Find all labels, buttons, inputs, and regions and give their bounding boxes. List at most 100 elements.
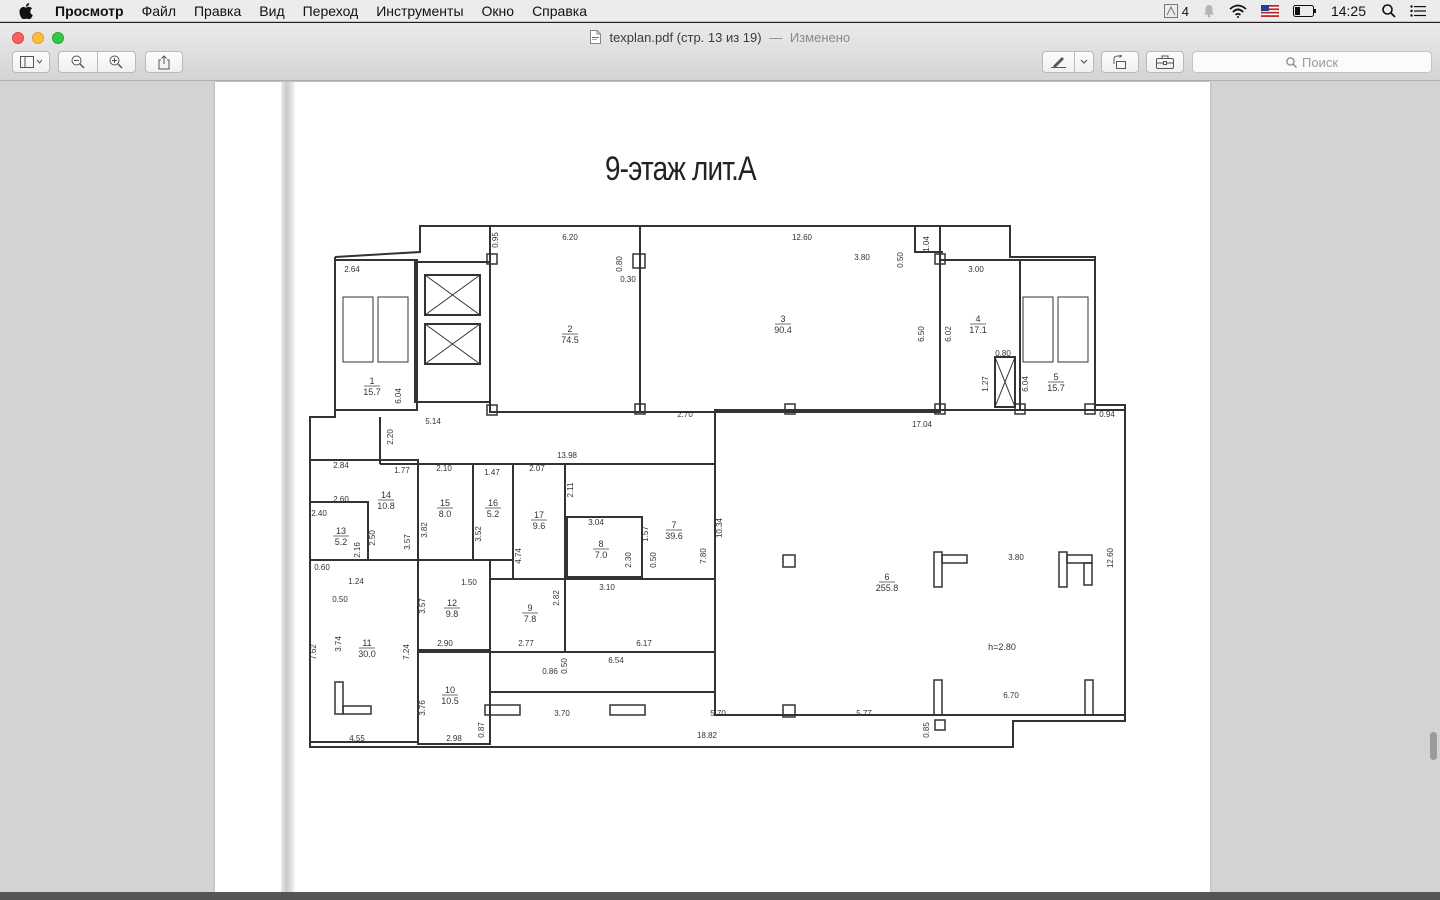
- menubar-clock[interactable]: 14:25: [1330, 3, 1366, 19]
- room-number: 15: [440, 498, 450, 508]
- zoom-window-button[interactable]: [52, 32, 64, 44]
- markup-pen-button[interactable]: [1043, 56, 1074, 68]
- room-labels: 115.7274.5390.4417.1515.76255.8739.687.0…: [333, 314, 1065, 706]
- dimension-label: 3.04: [588, 518, 604, 527]
- search-placeholder: Поиск: [1301, 54, 1339, 70]
- room-area: 9.8: [446, 609, 459, 619]
- room-area: 5.2: [487, 509, 500, 519]
- dimension-label: 2.20: [386, 429, 395, 445]
- markup-divider: [1074, 51, 1076, 73]
- preview-window: texplan.pdf (стр. 13 из 19) — Изменено: [0, 23, 1440, 900]
- wifi-icon[interactable]: [1229, 4, 1247, 18]
- notification-bell-icon[interactable]: [1203, 4, 1215, 18]
- dimension-label: 6.50: [917, 326, 926, 342]
- dimension-label: 2.07: [529, 464, 545, 473]
- dimension-label: 0.80: [995, 349, 1011, 358]
- zoom-button-group: [58, 51, 136, 73]
- dimension-label: 2.60: [333, 495, 349, 504]
- status-area: 4 14:25: [1163, 0, 1440, 22]
- dimension-label: 6.04: [1021, 376, 1030, 392]
- notification-center-icon[interactable]: [1410, 5, 1426, 17]
- dimension-label: 4.55: [349, 734, 365, 743]
- menu-edit[interactable]: Правка: [193, 2, 242, 19]
- dimension-label: 4.74: [514, 548, 523, 564]
- dimension-label: 6.54: [608, 656, 624, 665]
- dimension-label: 2.10: [436, 464, 452, 473]
- input-source-flag-icon[interactable]: [1260, 5, 1279, 17]
- dimension-label: 2.77: [518, 639, 534, 648]
- floor-plan-drawing: 115.7274.5390.4417.1515.76255.8739.687.0…: [309, 225, 1126, 748]
- dimension-label: 2.40: [311, 509, 327, 518]
- zoom-in-button[interactable]: [97, 55, 135, 69]
- menu-view[interactable]: Вид: [259, 2, 285, 19]
- close-window-button[interactable]: [12, 32, 24, 44]
- dimension-label: 3.70: [554, 709, 570, 718]
- dimension-label: 2.84: [333, 461, 349, 470]
- dimension-label: 3.57: [403, 534, 412, 550]
- dimension-label: 2.30: [624, 552, 633, 568]
- room-area: 7.8: [524, 614, 537, 624]
- dimension-label: 7.24: [402, 644, 411, 660]
- dimension-label: 3.76: [418, 700, 427, 716]
- battery-icon[interactable]: [1292, 5, 1317, 17]
- minimize-window-button[interactable]: [32, 32, 44, 44]
- dimension-label: 10.34: [715, 517, 724, 538]
- dimension-label: 2.16: [353, 542, 362, 558]
- share-icon: [158, 54, 170, 69]
- dimension-label: 0.50: [332, 595, 348, 604]
- room-area: 255.8: [876, 583, 899, 593]
- document-view[interactable]: 9-этаж лит.А: [0, 82, 1440, 892]
- dimension-label: 0.86: [542, 667, 558, 676]
- sidebar-icon: [20, 56, 42, 68]
- room-area: 15.7: [363, 387, 381, 397]
- room-area: 10.8: [377, 501, 395, 511]
- spotlight-search-icon[interactable]: [1382, 4, 1396, 18]
- dimension-label: 3.00: [968, 265, 984, 274]
- dimension-label: 0.50: [896, 252, 905, 268]
- dimension-label: 1.04: [922, 236, 931, 252]
- dimension-label: 1.47: [484, 468, 500, 477]
- room-area: 5.2: [335, 537, 348, 547]
- vertical-scrollbar[interactable]: [1430, 732, 1437, 760]
- room-number: 17: [534, 510, 544, 520]
- dimension-label: 7.62: [309, 644, 318, 660]
- menu-go[interactable]: Переход: [302, 2, 359, 19]
- dimension-label: 7.80: [699, 548, 708, 564]
- adobe-status-item[interactable]: 4: [1163, 3, 1189, 19]
- dimension-label: 1.77: [394, 466, 410, 475]
- apple-menu-icon[interactable]: [19, 2, 37, 20]
- search-input[interactable]: Поиск: [1192, 51, 1432, 73]
- toolbox-button[interactable]: [1146, 51, 1184, 73]
- room-area: 10.5: [441, 696, 459, 706]
- room-number: 14: [381, 490, 391, 500]
- dimension-label: 3.80: [1008, 553, 1024, 562]
- dimension-label: 0.80: [615, 256, 624, 272]
- screen-bottom-edge: [0, 892, 1440, 900]
- room-area: 30.0: [358, 649, 376, 659]
- room-area: 15.7: [1047, 383, 1065, 393]
- menu-help[interactable]: Справка: [532, 2, 587, 19]
- dimension-label: 2.90: [437, 639, 453, 648]
- menu-tools[interactable]: Инструменты: [376, 2, 464, 19]
- menu-file[interactable]: Файл: [141, 2, 176, 19]
- dimension-label: 2.64: [344, 265, 360, 274]
- markup-dropdown-button[interactable]: [1075, 59, 1093, 65]
- room-number: 2: [567, 324, 572, 334]
- document-filename: texplan.pdf (стр. 13 из 19): [609, 30, 762, 45]
- zoom-out-button[interactable]: [59, 55, 97, 69]
- rotate-button[interactable]: [1101, 51, 1139, 73]
- dimension-label: 1.24: [348, 577, 364, 586]
- adobe-count: 4: [1181, 3, 1189, 19]
- title-separator: —: [769, 30, 783, 45]
- sidebar-view-button[interactable]: [12, 51, 50, 73]
- share-button[interactable]: [145, 51, 183, 73]
- dimension-label: 13.98: [557, 451, 578, 460]
- room-number: 5: [1053, 372, 1058, 382]
- pdf-document-icon: [589, 30, 601, 47]
- dimension-label: 3.80: [854, 253, 870, 262]
- menu-window[interactable]: Окно: [481, 2, 515, 19]
- menu-app-preview[interactable]: Просмотр: [55, 2, 124, 19]
- dimension-label: 3.52: [474, 526, 483, 542]
- dimension-label: 5.70: [710, 709, 726, 718]
- dimension-label: 2.11: [566, 482, 575, 498]
